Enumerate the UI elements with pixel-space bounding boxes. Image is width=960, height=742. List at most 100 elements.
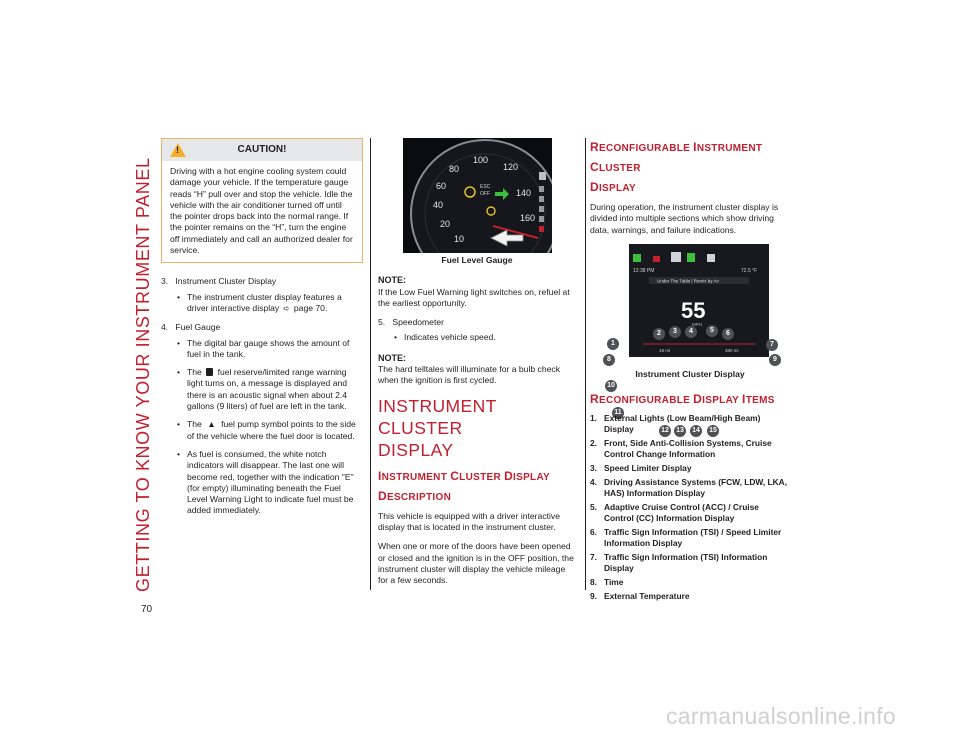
callout-14: 14 bbox=[690, 424, 702, 437]
callout-7: 7 bbox=[766, 338, 778, 351]
column-left: CAUTION! Driving with a hot engine cooli… bbox=[161, 138, 363, 517]
list-item: 3. Speed Limiter Display bbox=[590, 463, 790, 474]
list-item: 4.Driving Assistance Systems (FCW, LDW, … bbox=[590, 477, 790, 499]
bullet-text: The digital bar gauge shows the amount o… bbox=[187, 337, 350, 359]
callout-1: 1 bbox=[607, 337, 619, 350]
bullet-text: fuel reserve/limited range warning light… bbox=[187, 367, 348, 412]
heading-text: ESCRIPTION bbox=[386, 491, 452, 503]
callout-arrow-icon bbox=[490, 229, 524, 247]
fuel-level-gauge-image: 100 120 80 140 60 160 40 20 10 ESC OFF bbox=[403, 138, 552, 253]
bullet-item: The fuel reserve/limited range warning l… bbox=[161, 367, 363, 412]
cluster-media-text: Under The Table | Remix by Av bbox=[657, 278, 719, 283]
item-number: 4. bbox=[590, 477, 597, 488]
bullet-text: Indicates vehicle speed. bbox=[404, 332, 496, 343]
bullet-text: fuel pump symbol points to the side of t… bbox=[187, 419, 356, 441]
callout-10: 10 bbox=[605, 379, 617, 392]
warning-triangle-icon bbox=[170, 143, 186, 157]
item-number: 5. bbox=[590, 502, 597, 513]
section-title: GETTING TO KNOW YOUR INSTRUMENT PANEL bbox=[133, 157, 153, 592]
item-number: 3. bbox=[590, 463, 597, 474]
item-label: Instrument Cluster Display bbox=[175, 276, 277, 287]
tire-pressure-icon bbox=[486, 206, 496, 216]
column-middle: 100 120 80 140 60 160 40 20 10 ESC OFF F… bbox=[378, 138, 576, 586]
heading-text: ECONFIGURABLE bbox=[598, 143, 694, 154]
heading-text: LUSTER bbox=[598, 163, 641, 174]
bullet-prefix: The bbox=[187, 367, 202, 378]
callout-13: 13 bbox=[674, 424, 686, 437]
paragraph: During operation, the instrument cluster… bbox=[590, 202, 779, 235]
heading-text: ISPLAY bbox=[598, 183, 636, 194]
item-number: 1. bbox=[590, 413, 597, 424]
media-bar bbox=[649, 276, 749, 284]
item-text: Front, Side Anti-Collision Systems, Crui… bbox=[604, 438, 772, 460]
gauge-amber-telltale-icon bbox=[464, 186, 476, 198]
figure-caption: Fuel Level Gauge bbox=[441, 255, 513, 265]
gauge-off-text: OFF bbox=[480, 191, 490, 197]
item-text: Speed Limiter Display bbox=[604, 463, 692, 474]
bullet-item: As fuel is consumed, the white notch ind… bbox=[161, 449, 363, 517]
paragraph: When one or more of the doors have been … bbox=[378, 541, 574, 586]
list-item: 5. Speedometer bbox=[378, 317, 576, 328]
item-number: 5. bbox=[378, 317, 386, 328]
callout-5: 5 bbox=[706, 324, 718, 337]
bullet-item: The instrument cluster display features … bbox=[161, 292, 363, 315]
item-number: 9. bbox=[590, 591, 597, 602]
callout-12: 12 bbox=[659, 424, 671, 437]
column-divider bbox=[370, 138, 371, 590]
gauge-needle bbox=[492, 225, 539, 239]
gauge-label: 10 bbox=[454, 234, 464, 244]
section-heading-line: INSTRUMENT CLUSTER bbox=[378, 395, 497, 438]
heading-text: ISPLAY bbox=[513, 471, 551, 483]
gauge-label: 80 bbox=[449, 164, 459, 174]
page-reference-icon: ➪ bbox=[283, 303, 290, 313]
item-number: 8. bbox=[590, 577, 597, 588]
heading-text: ISPLAY bbox=[702, 395, 743, 407]
gauge-label: 140 bbox=[516, 188, 531, 198]
list-item: 8.Time bbox=[590, 577, 790, 588]
page-number: 70 bbox=[141, 604, 153, 615]
list-item: 4. Fuel Gauge bbox=[161, 322, 363, 333]
heading-cap: C bbox=[590, 160, 599, 174]
fuel-pump-icon: ▲ bbox=[207, 419, 216, 430]
heading-cap: I bbox=[742, 392, 746, 407]
fuel-bar-segment bbox=[539, 186, 544, 192]
item-number: 4. bbox=[161, 322, 169, 333]
cluster-speed-unit: MPH bbox=[692, 322, 702, 327]
item-number: 7. bbox=[590, 552, 597, 563]
column-right: RECONFIGURABLE INSTRUMENT CLUSTER DISPLA… bbox=[590, 138, 790, 602]
bullet-item: The digital bar gauge shows the amount o… bbox=[161, 338, 363, 361]
list-item: 7.Traffic Sign Information (TSI) Informa… bbox=[590, 552, 790, 574]
bullet-item: The ▲ fuel pump symbol points to the sid… bbox=[161, 419, 363, 442]
note-text: If the Low Fuel Warning light switches o… bbox=[378, 286, 570, 308]
item-number: 2. bbox=[590, 438, 597, 449]
gauge-label: 60 bbox=[436, 181, 446, 191]
caution-header: CAUTION! bbox=[162, 139, 362, 161]
gauge-label: 100 bbox=[473, 155, 488, 165]
subsection-heading: INSTRUMENT CLUSTER DISPLAY DESCRIPTION bbox=[378, 467, 576, 507]
page-reference-link[interactable]: page 70. bbox=[293, 302, 328, 313]
item-text: External Lights (Low Beam/High Beam) Dis… bbox=[604, 413, 761, 435]
heading-text: LUSTER bbox=[459, 471, 505, 483]
heading-cap: R bbox=[590, 392, 599, 407]
heading-cap: C bbox=[450, 468, 460, 483]
heading-cap: I bbox=[693, 140, 697, 154]
gauge-label: 160 bbox=[520, 213, 535, 223]
heading-cap: D bbox=[590, 180, 599, 194]
bullet-item: Indicates vehicle speed. bbox=[378, 332, 576, 344]
callout-15: 15 bbox=[707, 424, 719, 437]
fuel-pump-icon bbox=[539, 172, 546, 180]
traffic-sign-icon bbox=[707, 253, 715, 262]
callout-4: 4 bbox=[685, 325, 697, 338]
item-label: Fuel Gauge bbox=[175, 322, 221, 333]
callout-9: 9 bbox=[769, 353, 781, 366]
speedometer-graphic: 100 120 80 140 60 160 40 20 10 ESC OFF bbox=[410, 139, 552, 253]
heading-text: NSTRUMENT bbox=[696, 143, 763, 154]
watermark: carmanualsonline.info bbox=[665, 703, 896, 729]
list-item: 9.External Temperature bbox=[590, 591, 790, 602]
callout-8: 8 bbox=[603, 353, 615, 366]
list-item: 1. External Lights (Low Beam/High Beam) D… bbox=[590, 413, 790, 435]
item-text: Traffic Sign Information (TSI) / Speed L… bbox=[604, 527, 782, 549]
heading-cap: I bbox=[378, 468, 382, 483]
cluster-speed: 55 bbox=[681, 298, 705, 323]
section-heading-line: DISPLAY bbox=[378, 439, 454, 460]
